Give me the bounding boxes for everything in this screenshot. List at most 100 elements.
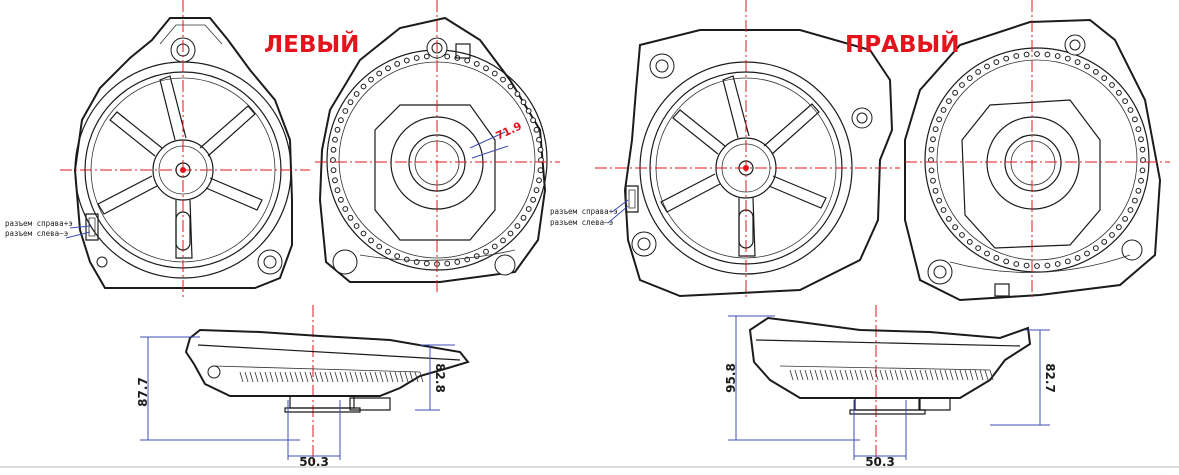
vent-hole <box>368 76 374 83</box>
fin <box>279 371 284 383</box>
fin <box>319 371 324 383</box>
fin <box>299 371 304 383</box>
vent-hole <box>525 108 532 114</box>
vent-hole <box>1122 216 1128 222</box>
right-speaker-side-view: 95.8 82.7 50.3 <box>724 315 1057 469</box>
fin <box>314 371 319 383</box>
fin <box>269 371 274 383</box>
vent-hole <box>330 167 337 174</box>
left-title: ЛЕВЫЙ <box>264 30 359 58</box>
vent-hole <box>1139 167 1146 174</box>
vent-hole <box>338 196 344 203</box>
vent-hole <box>334 126 341 133</box>
right-vent-ring <box>928 51 1146 269</box>
fin <box>324 371 329 383</box>
vent-hole <box>1023 262 1030 269</box>
vent-hole <box>928 146 935 153</box>
vent-hole <box>1013 53 1020 59</box>
vent-hole <box>403 57 410 64</box>
left-connector-callouts: разъем справа+э разъем слева–э <box>5 219 91 239</box>
vent-hole <box>1122 98 1128 104</box>
vent-hole <box>1064 55 1071 62</box>
fin <box>374 371 379 383</box>
vent-hole <box>1023 51 1030 58</box>
vent-hole <box>454 259 461 265</box>
fin <box>989 369 994 381</box>
fin <box>794 369 799 381</box>
vent-hole <box>332 136 338 143</box>
vent-hole <box>984 250 990 257</box>
vent-hole <box>975 69 981 75</box>
vent-hole <box>1109 232 1115 238</box>
right-title: ПРАВЫЙ <box>845 30 960 58</box>
vent-hole <box>394 253 401 260</box>
vent-hole <box>491 70 498 77</box>
vent-hole <box>533 126 540 133</box>
vent-hole <box>930 136 936 143</box>
vent-hole <box>536 177 542 184</box>
vent-hole <box>1138 177 1144 184</box>
fin <box>404 371 409 383</box>
vent-hole <box>520 99 527 106</box>
fin <box>984 369 989 381</box>
vent-hole <box>1054 53 1061 59</box>
fin <box>964 369 969 381</box>
fin <box>834 369 839 381</box>
vent-hole <box>966 239 973 245</box>
vent-hole <box>1132 116 1138 123</box>
vent-hole <box>536 136 542 143</box>
fin <box>354 371 359 383</box>
vent-hole <box>338 117 344 124</box>
angle-note: 71.9 <box>494 119 524 142</box>
vent-hole <box>936 116 942 123</box>
vent-hole <box>334 187 341 194</box>
fin <box>874 369 879 381</box>
vent-hole <box>1127 207 1134 213</box>
vent-hole <box>946 98 952 104</box>
fin <box>239 371 244 383</box>
vent-hole <box>1109 82 1115 88</box>
vent-hole <box>353 91 360 97</box>
fin <box>414 371 419 383</box>
vent-hole <box>993 255 1000 261</box>
fin <box>884 369 889 381</box>
vent-hole <box>984 63 990 70</box>
vent-hole <box>514 91 521 97</box>
fin <box>409 371 414 383</box>
left-base-width-dim: 50.3 <box>299 455 329 469</box>
vent-hole <box>342 108 349 114</box>
vent-hole <box>1138 136 1144 143</box>
vent-hole <box>1139 146 1146 153</box>
vent-hole <box>952 224 958 231</box>
vent-hole <box>1116 89 1122 96</box>
vent-hole <box>1044 262 1051 269</box>
fin <box>954 369 959 381</box>
fin <box>854 369 859 381</box>
left-fins <box>239 371 424 383</box>
vent-hole <box>360 230 367 237</box>
fin <box>364 371 369 383</box>
fin <box>394 371 399 383</box>
fin <box>894 369 899 381</box>
right-connector-callouts: разъем справа+э разъем слева–э <box>550 199 629 227</box>
fin <box>339 371 344 383</box>
fin <box>274 371 279 383</box>
vent-hole <box>537 167 544 174</box>
fin <box>349 371 354 383</box>
vent-hole <box>514 223 521 229</box>
vent-hole <box>464 57 471 64</box>
fin <box>309 371 314 383</box>
fin <box>929 369 934 381</box>
vent-hole <box>1140 157 1146 163</box>
right-height-total-dim: 95.8 <box>724 363 738 393</box>
left-speaker-side-view: 87.7 82.8 50.3 <box>136 328 470 469</box>
right-speaker-back-view <box>904 18 1162 302</box>
vent-hole <box>385 248 391 255</box>
fin <box>839 369 844 381</box>
fin <box>249 371 254 383</box>
vent-hole <box>330 157 336 163</box>
fin <box>379 371 384 383</box>
fin <box>919 369 924 381</box>
fin <box>254 371 259 383</box>
